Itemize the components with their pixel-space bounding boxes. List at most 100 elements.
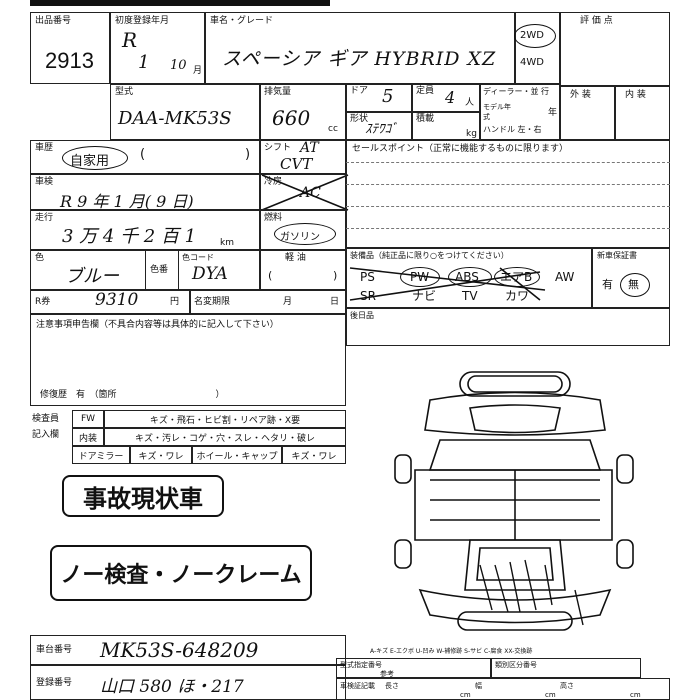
handle-label: ハンドル 左・右 bbox=[483, 125, 542, 134]
lube-cell bbox=[260, 250, 346, 290]
mileage-value: 3 万 4 千 2 百 1 bbox=[62, 226, 197, 247]
mileage-unit: km bbox=[220, 238, 234, 248]
shift-value: AT bbox=[300, 140, 319, 156]
year-unit: 年 bbox=[548, 108, 558, 118]
disp-unit: cc bbox=[328, 124, 338, 134]
width-label: 幅 bbox=[475, 682, 482, 690]
lot-label: 出品番号 bbox=[35, 16, 72, 26]
disp-label: 排気量 bbox=[264, 87, 292, 97]
first-reg-month-unit: 月 bbox=[193, 66, 203, 76]
first-reg-cell bbox=[110, 12, 205, 84]
drive-4wd: 4WD bbox=[520, 57, 544, 68]
after-label: 後日品 bbox=[350, 311, 374, 320]
color-code-value: DYA bbox=[192, 264, 228, 284]
lube-label: 軽 油 bbox=[285, 253, 306, 263]
expiry-day: 日 bbox=[330, 297, 340, 307]
recycle-cell bbox=[30, 290, 190, 314]
size-label: 車検証記載 bbox=[340, 682, 375, 690]
model-value: DAA-MK53S bbox=[118, 108, 232, 129]
notes-label: 注意事項申告欄（不具合内容等は具体的に記入して下さい） bbox=[36, 320, 279, 330]
mileage-label: 走行 bbox=[35, 213, 54, 223]
equip-sr: SR bbox=[360, 289, 376, 303]
first-reg-era: R bbox=[122, 28, 138, 52]
lot-value: 2913 bbox=[45, 48, 94, 73]
fuel-cell bbox=[260, 210, 346, 250]
expiry-label: 名変期限 bbox=[194, 297, 231, 307]
disp-cell bbox=[260, 84, 346, 140]
first-reg-month: 10 bbox=[170, 58, 187, 73]
name-label: 車名・グレード bbox=[210, 16, 274, 26]
cap-value: 4 bbox=[445, 88, 456, 107]
ac-value: AC bbox=[300, 185, 321, 201]
cap-label: 定員 bbox=[416, 86, 435, 96]
first-reg-year: 1 bbox=[138, 52, 150, 73]
width-unit: cm bbox=[545, 691, 556, 699]
equip-pw-circle bbox=[400, 267, 440, 287]
cap-cell bbox=[412, 84, 480, 112]
history-circle bbox=[62, 146, 128, 170]
recycle-yen: 円 bbox=[170, 297, 180, 307]
model-year-label: モデル年式 bbox=[483, 103, 511, 121]
shape-cell bbox=[346, 112, 412, 140]
wheel-desc: キズ・ワレ bbox=[282, 446, 346, 464]
load-label: 積載 bbox=[416, 114, 435, 124]
after-cell bbox=[346, 308, 670, 346]
reg-label: 登録番号 bbox=[36, 678, 73, 688]
equip-navi: ナビ bbox=[412, 289, 437, 303]
equip-label: 装備品（純正品に限り○をつけてください） bbox=[350, 251, 509, 260]
history-label: 車歴 bbox=[35, 143, 54, 153]
scratch-marks bbox=[479, 559, 584, 626]
repair-label: 修復歴 有 （箇所 ） bbox=[40, 390, 225, 400]
sales-line-2 bbox=[346, 184, 670, 185]
equip-cell bbox=[346, 248, 592, 308]
car-diagram bbox=[394, 371, 634, 631]
fw-cell: FW bbox=[72, 410, 104, 428]
recycle-value: 9310 bbox=[95, 290, 139, 310]
notes-cell bbox=[30, 314, 346, 406]
header-band bbox=[30, 0, 330, 6]
expiry-cell bbox=[190, 290, 346, 314]
chassis-cell bbox=[30, 635, 346, 665]
chassis-label: 車台番号 bbox=[36, 645, 73, 655]
inspector-label-1: 検査員 bbox=[32, 414, 60, 424]
door-value: 5 bbox=[382, 86, 394, 107]
fuel-circle bbox=[274, 223, 336, 245]
equip-aw: AW bbox=[555, 270, 575, 284]
exterior-label: 外 装 bbox=[570, 90, 591, 100]
drive-2wd-circle bbox=[514, 24, 556, 48]
fuel-label: 燃料 bbox=[264, 213, 283, 223]
color-code-label: 色コード bbox=[182, 253, 214, 262]
class-no-label: 類別区分番号 bbox=[495, 661, 537, 669]
type-cert-label: 型式指定番号 bbox=[340, 661, 382, 669]
color-label: 色 bbox=[35, 253, 45, 263]
exterior-cell bbox=[560, 86, 615, 140]
ac-cell bbox=[260, 174, 346, 210]
chassis-value: MK53S-648209 bbox=[100, 638, 259, 662]
lot-cell bbox=[30, 12, 110, 84]
equip-abs-circle bbox=[448, 267, 492, 287]
history-cell bbox=[30, 140, 260, 174]
int-cell: 内装 bbox=[72, 428, 104, 446]
shaken-label: 車検 bbox=[35, 177, 54, 187]
length-label: 長さ bbox=[385, 682, 399, 690]
guarantee-label: 新車保証書 bbox=[597, 251, 637, 260]
sales-point-label: セールスポイント（正常に機能するものに限ります） bbox=[352, 144, 569, 154]
shaken-value: R 9 年 1 月( 9 日) bbox=[60, 192, 194, 211]
dm-desc: キズ・ワレ bbox=[130, 446, 192, 464]
reg-value: 山口 580 ほ・217 bbox=[100, 677, 244, 697]
sales-point-cell bbox=[346, 140, 670, 248]
ac-label: 冷房 bbox=[264, 177, 283, 187]
interior-cell bbox=[615, 86, 670, 140]
equip-ps: PS bbox=[360, 270, 375, 284]
drive-cell bbox=[515, 12, 560, 84]
shape-value: ｽﾃﾜｺﾞ bbox=[365, 122, 398, 137]
sales-line-4 bbox=[346, 228, 670, 229]
wheel-cell: ホイール・キャップ bbox=[192, 446, 282, 464]
color-value: ブルー bbox=[65, 266, 119, 287]
ref-label: 参考 bbox=[380, 670, 394, 678]
history-paren-open: ( bbox=[140, 147, 146, 162]
lube-paren-open: ( bbox=[268, 269, 273, 282]
load-unit: kg bbox=[466, 129, 477, 139]
door-cell bbox=[346, 84, 412, 112]
shift-label: シフト bbox=[264, 143, 292, 153]
